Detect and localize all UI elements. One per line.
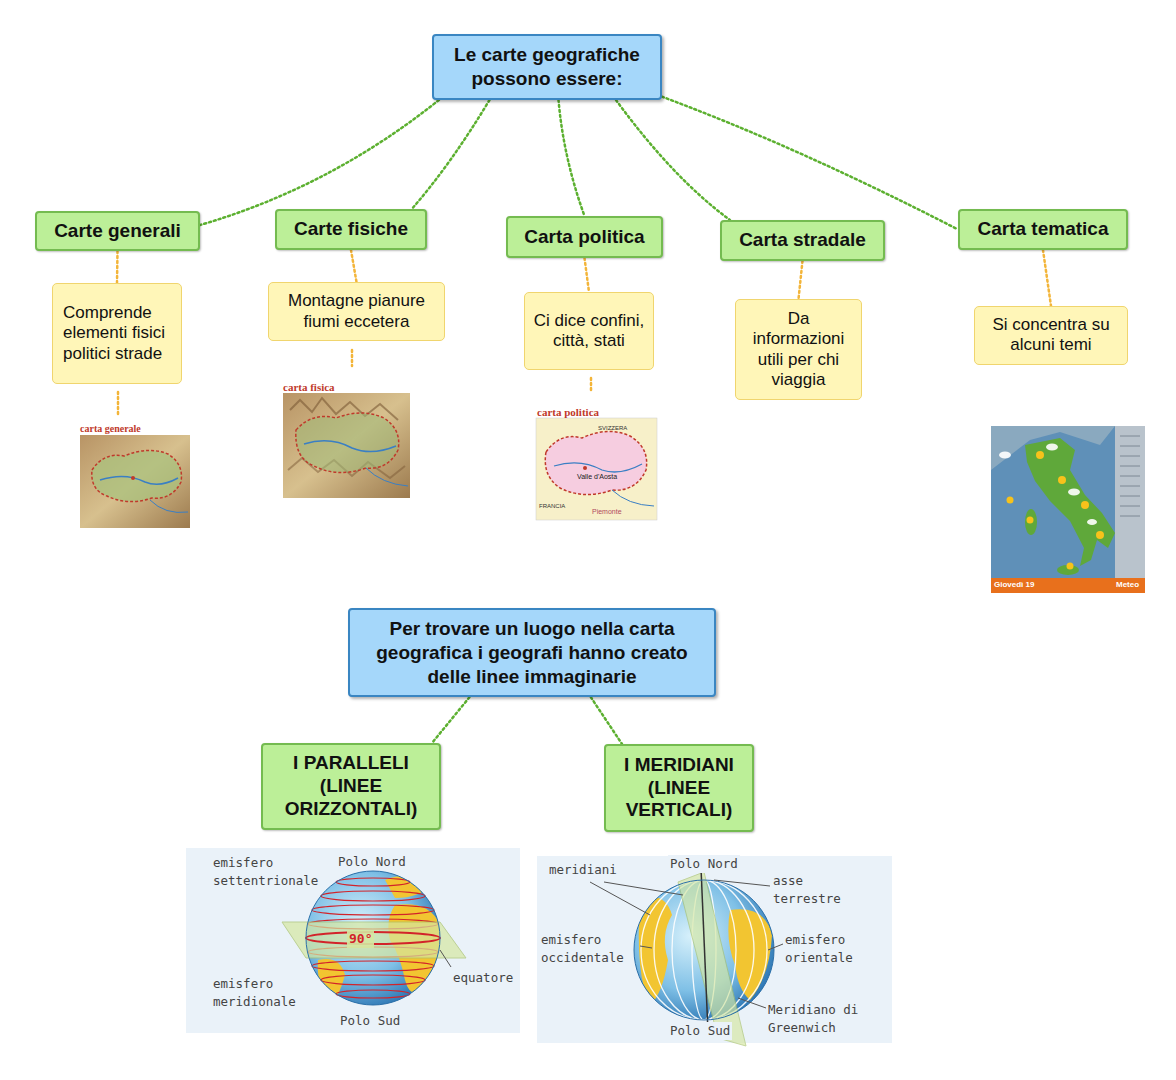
globe-label: emisfero orientale xyxy=(785,931,880,966)
node-text: I MERIDIANI (LINEE VERTICALI) xyxy=(614,754,744,822)
angle-label: 90° xyxy=(347,930,374,948)
node-text: Carte fisiche xyxy=(294,218,408,241)
category-box: Carta stradale xyxy=(720,220,885,261)
node-text: Carta tematica xyxy=(978,218,1109,241)
dotted-connector xyxy=(1043,250,1051,306)
node-text: Da informazioni utili per chi viaggia xyxy=(744,309,853,391)
map-place-name: FRANCIA xyxy=(539,502,565,510)
dotted-connector xyxy=(799,261,803,299)
globe-label: emisfero occidentale xyxy=(541,931,641,966)
category-box: I PARALLELI (LINEE ORIZZONTALI) xyxy=(261,743,441,830)
globe-label: Polo Sud xyxy=(668,1022,732,1040)
description-box: Montagne pianure fiumi eccetera xyxy=(268,282,445,341)
node-text: I PARALLELI (LINEE ORIZZONTALI) xyxy=(271,752,431,820)
dotted-connector xyxy=(351,250,357,282)
node-text: Carte generali xyxy=(54,220,181,243)
category-box: Carte fisiche xyxy=(275,209,427,250)
description-box: Da informazioni utili per chi viaggia xyxy=(735,299,862,400)
category-box: Carta tematica xyxy=(958,209,1128,250)
node-text: Carta stradale xyxy=(739,229,866,252)
node-text: Comprende elementi fisici politici strad… xyxy=(63,303,171,364)
globe-label: emisfero settentrionale xyxy=(213,854,331,889)
globe-label: Meridiano di Greenwich xyxy=(768,1001,880,1036)
map-title: carta generale xyxy=(80,422,141,436)
globe-parallels xyxy=(186,848,520,1033)
map-place-name: Valle d'Aosta xyxy=(577,472,617,482)
category-box: Carta politica xyxy=(506,216,663,258)
map-political xyxy=(536,418,657,520)
category-box: I MERIDIANI (LINEE VERTICALI) xyxy=(604,744,754,832)
map-title: carta politica xyxy=(537,405,599,420)
root-box: Per trovare un luogo nella carta geograf… xyxy=(348,608,716,697)
node-text: Montagne pianure fiumi eccetera xyxy=(277,291,436,332)
node-text: Per trovare un luogo nella carta geograf… xyxy=(362,617,702,688)
globe-label: Polo Nord xyxy=(668,855,740,873)
globe-label: meridiani xyxy=(549,861,617,879)
node-text: Carta politica xyxy=(524,226,644,249)
map-place-name: Piemonte xyxy=(592,507,622,517)
node-text: Ci dice confini, città, stati xyxy=(533,311,645,352)
globe-label: emisfero meridionale xyxy=(213,975,331,1010)
dotted-connector xyxy=(200,100,439,225)
description-box: Si concentra su alcuni temi xyxy=(974,306,1128,365)
description-box: Ci dice confini, città, stati xyxy=(524,292,654,370)
node-text: Le carte geografiche possono essere: xyxy=(444,43,650,91)
globe-label: equatore xyxy=(453,969,513,987)
globe-label: Polo Sud xyxy=(338,1012,402,1030)
map-physical xyxy=(283,393,410,498)
dotted-connector xyxy=(432,697,469,743)
dotted-connector xyxy=(116,251,119,283)
map-general xyxy=(80,435,190,528)
dotted-connector xyxy=(662,97,958,230)
globe-label: Polo Nord xyxy=(338,853,406,871)
globe-meridians xyxy=(537,856,892,1046)
root-box: Le carte geografiche possono essere: xyxy=(432,34,662,100)
weather-map xyxy=(991,426,1145,593)
dotted-connector xyxy=(585,258,590,292)
dotted-connector xyxy=(616,100,730,220)
category-box: Carte generali xyxy=(35,211,200,251)
dotted-connector xyxy=(412,100,490,209)
dotted-connector xyxy=(591,697,622,744)
globe-label: asse terrestre xyxy=(773,872,857,907)
map-title: carta fisica xyxy=(283,380,335,395)
node-text: Si concentra su alcuni temi xyxy=(983,315,1119,356)
description-box: Comprende elementi fisici politici strad… xyxy=(52,283,182,384)
dotted-connector xyxy=(559,100,585,216)
weather-date: Giovedì 19 xyxy=(994,579,1034,590)
map-place-name: SVIZZERA xyxy=(598,424,627,432)
weather-brand: Meteo xyxy=(1116,579,1139,590)
